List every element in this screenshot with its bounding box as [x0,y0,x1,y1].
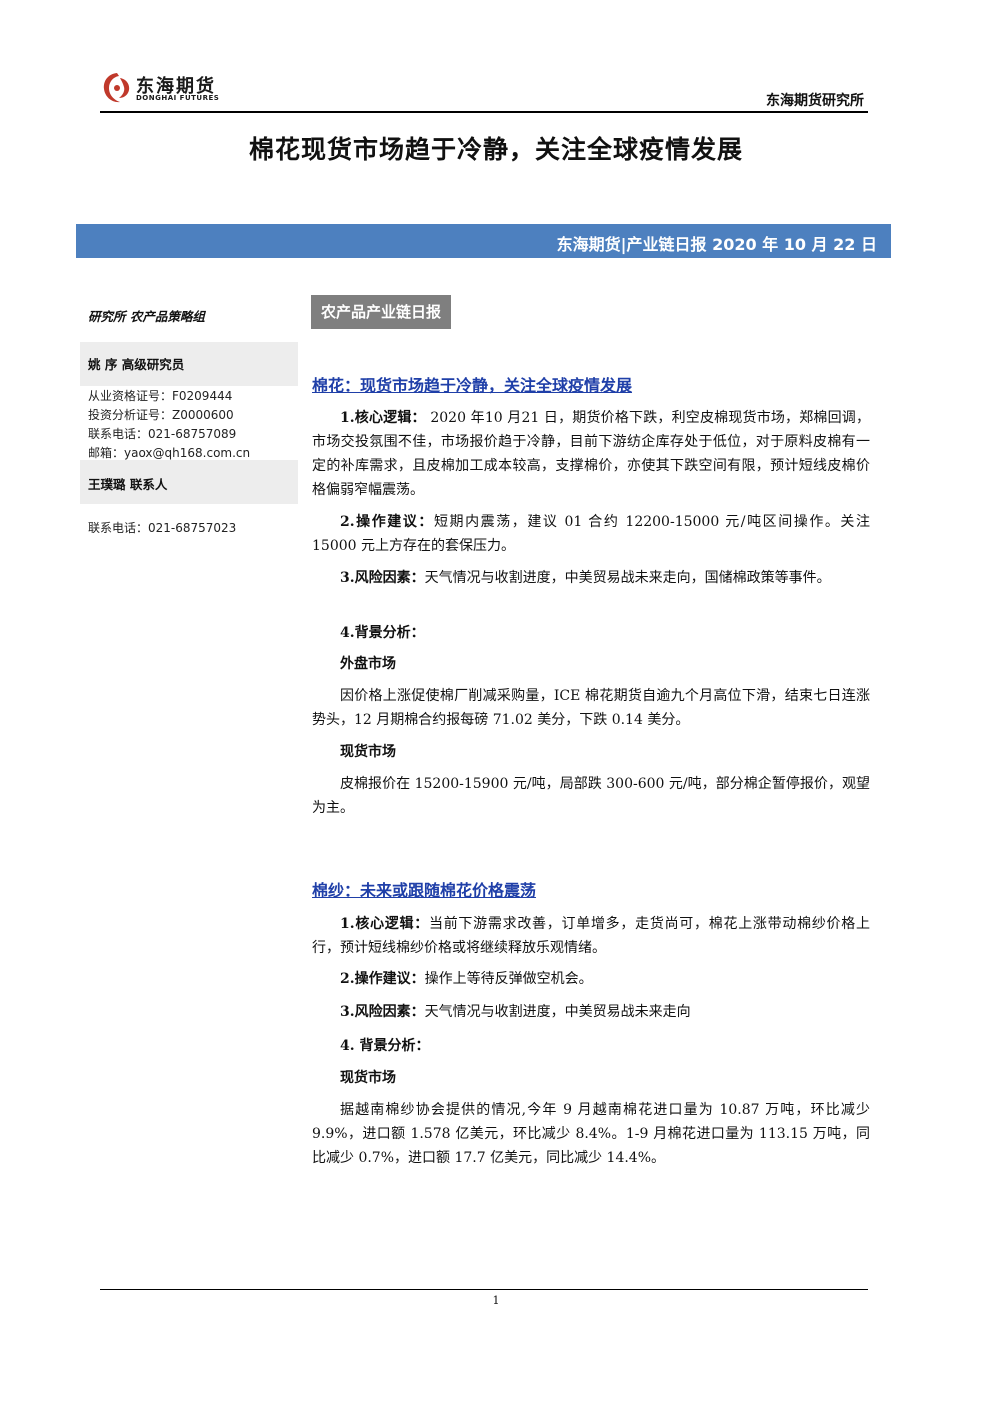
cotton-core-logic: 1.核心逻辑： 2020 年10 月21 日，期货价格下跌，利空皮棉现货市场，郑… [312,406,870,502]
sidebar-email: 邮箱：yaox@qh168.com.cn [88,446,251,460]
yarn-spot-market-title: 现货市场 [340,1070,396,1086]
cotton-background-label: 4.背景分析： [340,625,425,641]
cotton-background-heading: 4.背景分析： [312,621,870,645]
header-divider [100,111,868,113]
sidebar-analyst-box: 姚 序 高级研究员 [80,342,298,386]
dragon-logo-icon [103,73,130,103]
yarn-section-title[interactable]: 棉纱：未来或跟随棉花价格震荡 [312,881,537,900]
yarn-advice-label: 2.操作建议： [340,971,425,987]
yarn-advice-text: 操作上等待反弹做空机会。 [424,971,593,987]
sidebar-contact-box: 王璞璐 联系人 [80,460,298,504]
section-tag-text: 农产品产业链日报 [321,303,442,321]
report-title: 棉花现货市场趋于冷静，关注全球疫情发展 [248,135,743,164]
cotton-core-logic-label: 1.核心逻辑： [340,410,426,426]
yarn-core-logic: 1.核心逻辑：当前下游需求改善，订单增多，走货尚可，棉花上涨带动棉纱价格上行，预… [312,912,870,960]
cotton-advice-text: 短期内震荡，建议 01 合约 12200-15000 元/吨区间操作。关注 15… [312,514,870,554]
sidebar-analyst-name: 姚 序 高级研究员 [88,357,185,372]
sidebar-analysis-cert-number: 投资分析证号：Z0000600 [88,408,234,422]
footer-divider [100,1289,868,1290]
cotton-spot-market-text: 皮棉报价在 15200-15900 元/吨，局部跌 300-600 元/吨，部分… [312,776,870,816]
yarn-risk-factors: 3.风险因素：天气情况与收割进度，中美贸易战未来走向 [312,1000,870,1024]
yarn-risk-label: 3.风险因素： [340,1004,425,1020]
section-tag: 农产品产业链日报 [311,295,452,329]
cotton-outer-market-text: 因价格上涨促使棉厂削减采购量，ICE 棉花期货自逾九个月高位下滑，结束七日连涨势… [312,688,870,728]
cotton-risk-factors: 3.风险因素：天气情况与收割进度，中美贸易战未来走向，国储棉政策等事件。 [312,566,870,590]
cotton-outer-market-title: 外盘市场 [340,656,396,672]
cotton-risk-text: 天气情况与收割进度，中美贸易战未来走向，国储棉政策等事件。 [424,570,831,586]
yarn-core-logic-label: 1.核心逻辑： [340,916,429,932]
logo-chinese-text: 东海期货 [136,76,216,97]
cotton-operation-advice: 2.操作建议：短期内震荡，建议 01 合约 12200-15000 元/吨区间操… [312,510,870,558]
cotton-advice-label: 2.操作建议： [340,514,434,530]
cotton-risk-label: 3.风险因素： [340,570,425,586]
yarn-background-heading: 4. 背景分析： [312,1034,870,1058]
cotton-core-logic-text: 2020 年10 月21 日，期货价格下跌，利空皮棉现货市场，郑棉回调，市场交投… [312,410,870,498]
yarn-background-label: 4. 背景分析： [340,1038,430,1054]
yarn-core-logic-text: 当前下游需求改善，订单增多，走货尚可，棉花上涨带动棉纱价格上行，预计短线棉纱价格… [312,916,870,956]
sidebar-contact-name: 王璞璐 联系人 [88,477,168,492]
sidebar-department: 研究所 农产品策略组 [88,309,205,324]
logo-english-text: DONGHAI FUTURES [136,94,220,102]
company-logo: 东海期货 DONGHAI FUTURES [100,70,230,106]
institute-name: 东海期货研究所 [766,93,864,109]
banner-text: 东海期货|产业链日报 2020 年 10 月 22 日 [556,235,877,254]
yarn-spot-market-text: 据越南棉纱协会提供的情况,今年 9 月越南棉花进口量为 10.87 万吨，环比减… [312,1102,870,1166]
sidebar-qualification-number: 从业资格证号：F0209444 [88,389,233,403]
sidebar-phone: 联系电话：021-68757089 [88,427,237,441]
cotton-spot-market-title: 现货市场 [340,744,396,760]
yarn-operation-advice: 2.操作建议：操作上等待反弹做空机会。 [312,967,870,991]
page-number: 1 [492,1294,500,1307]
sidebar-contact-phone: 联系电话：021-68757023 [88,521,237,535]
report-banner: 东海期货|产业链日报 2020 年 10 月 22 日 [76,224,891,258]
cotton-section-title[interactable]: 棉花：现货市场趋于冷静，关注全球疫情发展 [312,376,633,395]
yarn-risk-text: 天气情况与收割进度，中美贸易战未来走向 [424,1004,691,1020]
